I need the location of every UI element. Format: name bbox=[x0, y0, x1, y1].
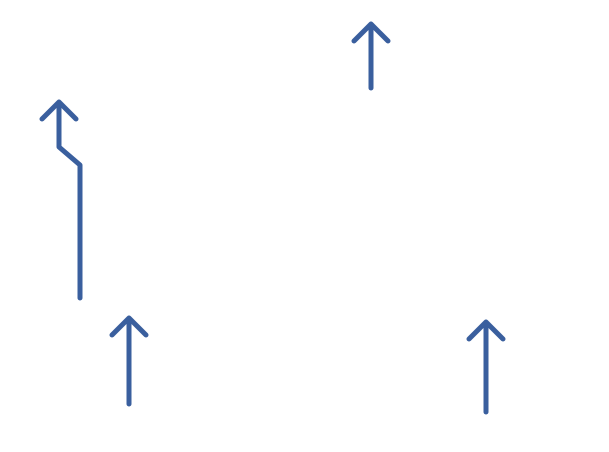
elbow-arrow-head bbox=[39, 99, 79, 122]
elbow-arrow-left bbox=[39, 99, 83, 301]
arrow-top-center-head bbox=[351, 21, 391, 44]
arrow-bottom-right-head bbox=[466, 319, 506, 342]
arrow-bottom-left-head bbox=[109, 315, 149, 338]
arrow-bottom-left bbox=[109, 315, 149, 407]
arrow-top-center bbox=[351, 21, 391, 91]
elbow-arrow-shaft bbox=[56, 100, 83, 301]
arrow-bottom-right bbox=[466, 319, 506, 415]
